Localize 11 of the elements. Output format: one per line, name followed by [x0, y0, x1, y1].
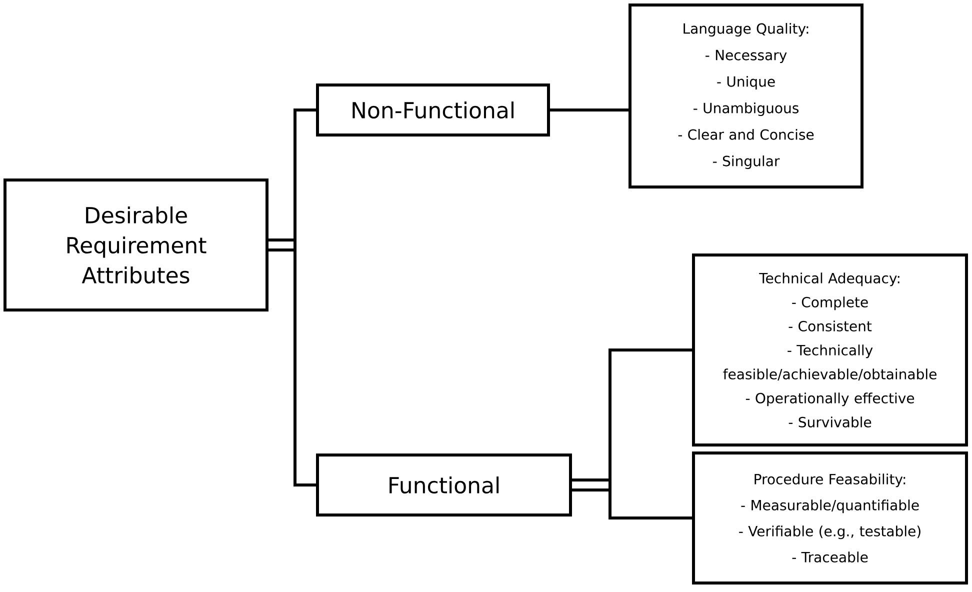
category-box: Non-Functional	[316, 84, 550, 136]
connector-line	[572, 478, 692, 520]
attribute-box: Desirable Requirement Attributes	[4, 178, 268, 312]
connector-line	[572, 348, 692, 492]
category-box: Functional	[316, 454, 572, 516]
list-box: Technical Adequacy: - Complete - Consistent - Technically feasible/achievable/obtainable - Operationally effective - Survivable	[692, 254, 968, 446]
connector-line	[268, 238, 316, 486]
connector-line	[550, 108, 628, 112]
connector-line	[268, 108, 316, 252]
list-box: Language Quality: - Necessary - Unique - Unambiguous - Clear and Concise - Singular	[628, 4, 864, 188]
list-box: Procedure Feasability: - Measurable/quantifiable - Verifiable (e.g., testable) - Traceable	[692, 452, 968, 584]
